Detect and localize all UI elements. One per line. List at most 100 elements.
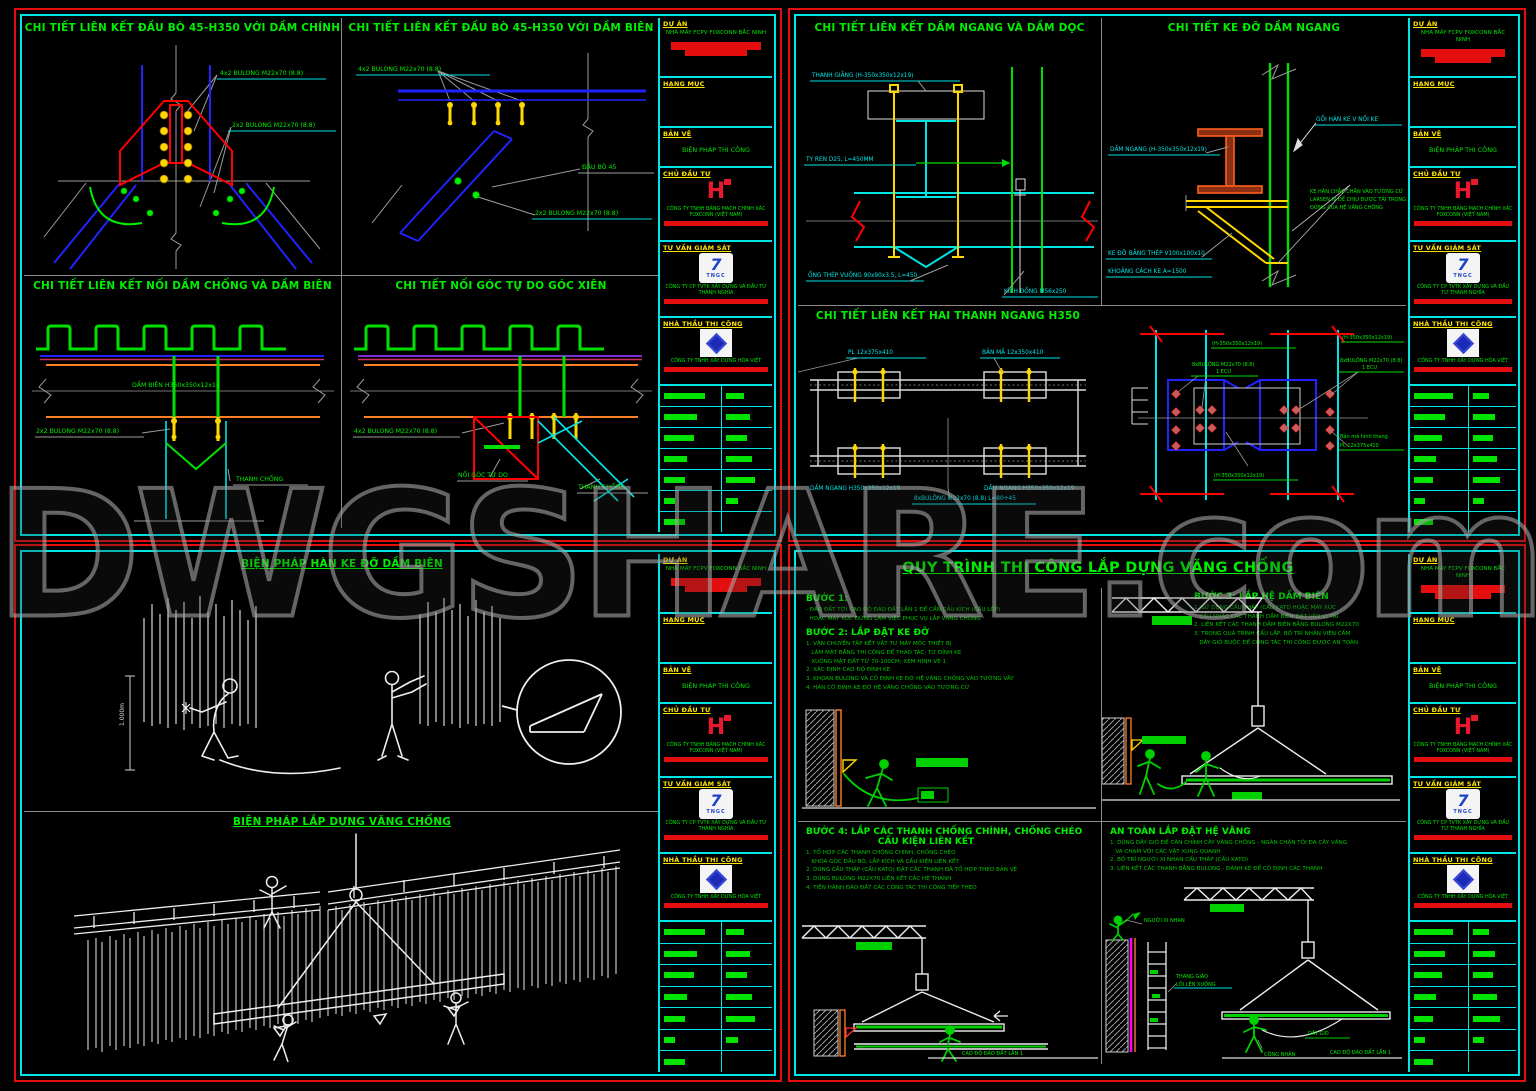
titleblock-contractor-section: NHÀ THẦU THI CÔNG CÔNG TY TNHH XÂY DỰNG …	[1410, 318, 1516, 386]
nha-thau-label: NHÀ THẦU THI CÔNG	[1413, 320, 1493, 328]
titleblock-category-section: HẠNG MỤC	[660, 78, 772, 128]
title-block: DỰ ÁN NHÀ MÁY FCPV FOXCONN BẮC NINH HẠNG…	[658, 18, 772, 532]
label-bolt-4x2: 4x2 BULONG M22x70 (8.8)	[220, 70, 303, 77]
label-dam-ngang-2: DẦM NGANG H350x350x12x19	[984, 484, 1075, 492]
drawing-hai-thanh-ngang-plan: (H-350x350x12x19) (H-350x350x12x19) 8xBU…	[1131, 325, 1404, 503]
du-an-label: DỰ ÁN	[1413, 556, 1438, 564]
drawing-isometric-install	[73, 833, 621, 1062]
titleblock-contractor-section: NHÀ THẦU THI CÔNG CÔNG TY TNHH XÂY DỰNG …	[660, 854, 772, 922]
titleblock-category-section: HẠNG MỤC	[1410, 614, 1516, 664]
chu-dau-tu-label: CHỦ ĐẦU TƯ	[1413, 706, 1461, 714]
label-thanh-giang: THANH GIẰNG (H-350x350x12x19)	[811, 71, 913, 79]
titleblock-revision-table	[660, 386, 772, 532]
panel-title: CHI TIẾT LIÊN KẾT ĐẦU BÒ 45-H350 VỚI DẦM…	[24, 22, 341, 34]
redacted-bar	[663, 577, 769, 592]
owner-name: CÔNG TY TNHH BẢNG MẠCH CHÍNH XÁC FOXCONN…	[666, 206, 766, 218]
panel-safety: AN TOÀN LẮP ĐẶT HỆ VĂNG 1. DÙNG DÂY GIÓ …	[1102, 822, 1406, 1064]
panel-hai-thanh-ngang: CHI TIẾT LIÊN KẾT HAI THANH NGANG H350	[798, 306, 1406, 528]
titleblock-project-section: DỰ ÁN NHÀ MÁY FCPV FOXCONN BẮC NINH	[660, 18, 772, 78]
title-block: DỰ ÁN NHÀ MÁY FCPV FOXCONN BẮC NINH HẠNG…	[1408, 18, 1516, 532]
panel-title: CHI TIẾT LIÊN KẾT DẦM NGANG VÀ DẦM DỌC	[814, 22, 1085, 34]
project-name: NHÀ MÁY FCPV FOXCONN BẮC NINH	[665, 566, 767, 572]
drawing-name: BIỆN PHÁP THI CÔNG	[1429, 682, 1497, 690]
label-dam-bien: DẦM BIÊN H350x350x12x19	[132, 379, 220, 389]
drawing-welders: 1.000m	[119, 596, 622, 775]
foxconn-logo-icon: H	[1446, 715, 1480, 741]
redacted-bar	[664, 756, 768, 762]
label-khoang-cach: KHOẢNG CÁCH KE A=1500	[1108, 267, 1187, 275]
drawing-damngang-damdoc: THANH GIẰNG (H-350x350x12x19) TY REN D25…	[804, 67, 1098, 298]
label-ban-ma: BẢN MÃ 12x350x410	[982, 348, 1044, 356]
titleblock-drawing-section: BẢN VẼ BIỆN PHÁP THI CÔNG	[660, 128, 772, 168]
redacted-bar	[664, 834, 768, 840]
titleblock-owner-section: CHỦ ĐẦU TƯ H CÔNG TY TNHH BẢNG MẠCH CHÍN…	[1410, 704, 1516, 778]
redacted-bar	[1414, 298, 1512, 304]
consultant-name: CÔNG TY CP TVTK XÂY DỰNG VÀ ĐẦU TƯ THÀNH…	[665, 820, 767, 832]
panel-title: CHI TIẾT NỐI GÓC TỰ DO GÓC XIÊN	[395, 280, 607, 292]
owner-name: CÔNG TY TNHH BẢNG MẠCH CHÍNH XÁC FOXCONN…	[1413, 742, 1513, 754]
panel-title: BIỆN PHÁP LẮP DỰNG VĂNG CHỐNG	[232, 816, 452, 828]
step2-heading: BƯỚC 2: LẮP ĐẶT KE ĐỠ	[806, 628, 929, 639]
drawing-daubo-damchinh: 4x2 BULONG M22x70 (8.8) 2x2 BULONG M22x7…	[43, 45, 336, 270]
panel-ke-do-dam-ngang: CHI TIẾT KE ĐỠ DẦM NGANG DẦM NGA	[1102, 18, 1406, 306]
titleblock-owner-section: CHỦ ĐẦU TƯ H CÔNG TY TNHH BẢNG MẠCH CHÍN…	[1410, 168, 1516, 242]
panel-noi-goc-tu-do: CHI TIẾT NỐI GÓC TỰ DO GÓC XIÊN	[342, 276, 660, 528]
titleblock-category-section: HẠNG MỤC	[660, 614, 772, 664]
redacted-bar	[664, 220, 768, 226]
label-nguoi-xi-nhan: NGƯỜI XI NHAN	[1144, 917, 1185, 924]
step4-heading2: CẤU KIỆN LIÊN KẾT	[877, 837, 975, 847]
drawing-noi-damchong: DẦM BIÊN H350x350x12x19 2x2 BULONG M22x7…	[32, 324, 334, 522]
drawing-daubo-dambien: 4x2 BULONG M22x70 (8.8) ĐẦU BÒ 45 2x2 BU…	[356, 53, 654, 242]
panel-lap-dung-vang-chong: BIỆN PHÁP LẮP DỰNG VĂNG CHỐNG	[24, 812, 660, 1064]
label-day-gio: DÂY GIÓ	[1308, 1030, 1329, 1037]
contractor-name: CÔNG TY TNHH XÂY DỰNG HÒA VIỆT	[670, 358, 762, 364]
label-thang-giao: THANG GIÁO	[1175, 973, 1208, 980]
titleblock-owner-section: CHỦ ĐẦU TƯ H CÔNG TY TNHH BẢNG MẠCH CHÍN…	[660, 704, 772, 778]
redacted-bar	[664, 298, 768, 304]
hoa-viet-logo-icon	[1447, 865, 1479, 893]
hoa-viet-logo-icon	[700, 865, 732, 893]
tu-van-label: TƯ VẤN GIÁM SÁT	[1413, 244, 1482, 252]
sheet-construction-process: QUY TRÌNH THI CÔNG LẮP DỰNG VĂNG CHỐNG B…	[788, 544, 1526, 1082]
sheet-connection-details-2: CHI TIẾT LIÊN KẾT DẦM NGANG VÀ DẦM DỌC	[788, 8, 1526, 542]
titleblock-revision-table	[1410, 386, 1516, 532]
label-dau-bo: ĐẦU BÒ 45	[582, 161, 616, 171]
ban-ve-label: BẢN VẼ	[1413, 666, 1442, 674]
consultant-name: CÔNG TY CP TVTK XÂY DỰNG VÀ ĐẦU TƯ THÀNH…	[665, 284, 767, 296]
tu-van-label: TƯ VẤN GIÁM SÁT	[663, 244, 732, 252]
label-cao-do: CAO ĐỘ ĐÀO ĐẤT LẦN 1	[962, 1049, 1023, 1057]
label-goi-han: GỐI HÀN KE V NỐI KE	[1316, 115, 1378, 123]
safety-heading: AN TOÀN LẮP ĐẶT HỆ VĂNG	[1110, 827, 1251, 837]
du-an-label: DỰ ÁN	[1413, 20, 1438, 28]
hang-muc-label: HẠNG MỤC	[1413, 616, 1455, 624]
redacted-bar	[1414, 834, 1512, 840]
titleblock-drawing-section: BẢN VẼ BIỆN PHÁP THI CÔNG	[1410, 128, 1516, 168]
titleblock-project-section: DỰ ÁN NHÀ MÁY FCPV FOXCONN BẮC NINH	[660, 554, 772, 614]
step3-heading: BƯỚC 3: LẮP HỆ DẦM BIÊN	[1194, 592, 1329, 602]
redacted-bar	[1413, 48, 1513, 63]
label-dimension: 1.000m	[119, 703, 126, 726]
step1-heading: BƯỚC 1:	[806, 594, 848, 604]
nha-thau-label: NHÀ THẦU THI CÔNG	[1413, 856, 1493, 864]
redacted-bar	[1414, 902, 1512, 908]
diagram-step-4: CAO ĐỘ ĐÀO ĐẤT LẦN 1	[801, 925, 1098, 1062]
label-note-3: ĐỨNG CỦA HỆ VĂNG CHỐNG	[1310, 203, 1383, 211]
label-bolt-2x2: 2x2 BULONG M22x70 (8.8)	[535, 210, 618, 217]
contractor-name: CÔNG TY TNHH XÂY DỰNG HÒA VIỆT	[670, 894, 762, 900]
drawing-ke-do: DẦM NGANG (H-350x350x12x19) GỐI HÀN KE V…	[1106, 63, 1406, 287]
label-thanh-chong: THANH CHỐNG	[235, 473, 283, 483]
redacted-bar	[1413, 584, 1513, 599]
label-cao-do: CAO ĐỘ ĐÀO ĐẤT LẦN 1	[1330, 1048, 1391, 1056]
title-block: DỰ ÁN NHÀ MÁY FCPV FOXCONN BẮC NINH HẠNG…	[658, 554, 772, 1073]
chu-dau-tu-label: CHỦ ĐẦU TƯ	[663, 170, 711, 178]
label-ke-do: KE ĐỠ BẰNG THÉP V100x100x10	[1108, 249, 1205, 257]
label-bolt-8x: 8xBULÔNG M22x70 (8.8) L=80+45	[914, 495, 1016, 502]
drawing-name: BIỆN PHÁP THI CÔNG	[682, 682, 750, 690]
